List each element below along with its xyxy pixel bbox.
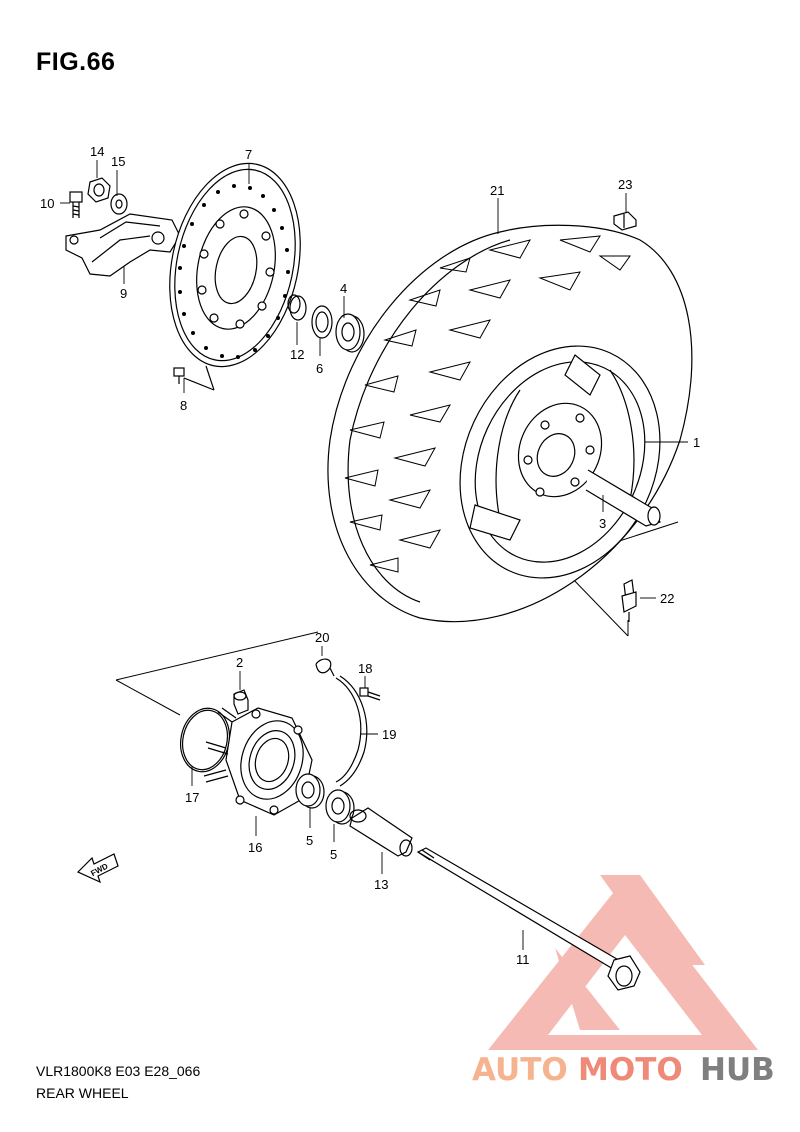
watermark-text-auto: AUTO [472, 1052, 568, 1088]
callout-6: 6 [316, 361, 323, 376]
callout-17: 17 [185, 790, 199, 805]
callout-10: 10 [40, 196, 54, 211]
rear-axle-part-11 [416, 847, 641, 991]
oil-seal-part-6 [311, 305, 333, 339]
footer-section-name: REAR WHEEL [36, 1085, 129, 1101]
watermark-text: AUTO MOTO HUB [472, 1052, 775, 1088]
callout-numbers: 1 2 3 4 5 5 6 7 8 9 10 11 12 13 14 15 16… [40, 144, 700, 967]
callout-2: 2 [236, 655, 243, 670]
callout-8: 8 [180, 398, 187, 413]
brake-disc-part [169, 162, 301, 368]
figure-title: FIG.66 [36, 48, 116, 76]
leader-lines [60, 160, 688, 950]
callout-20: 20 [315, 630, 329, 645]
cover-ring-part-19 [335, 675, 368, 787]
callout-12: 12 [290, 347, 304, 362]
o-ring-part-17 [179, 707, 231, 773]
caliper-bracket-part [65, 213, 181, 277]
callout-3: 3 [599, 516, 606, 531]
air-valve-part-22 [621, 579, 637, 622]
bearing-part-4 [335, 313, 365, 353]
watermark-text-hub: HUB [700, 1052, 775, 1088]
callout-13: 13 [374, 877, 388, 892]
callout-15: 15 [111, 154, 125, 169]
balancer-part-23 [613, 211, 637, 231]
circlip-part-20 [315, 658, 335, 677]
callout-9: 9 [120, 286, 127, 301]
callout-18: 18 [358, 661, 372, 676]
nut-part-14 [87, 177, 111, 203]
bearing-part-5b [325, 789, 355, 825]
bearing-part-5a [295, 773, 325, 809]
callout-23: 23 [618, 177, 632, 192]
fwd-direction-arrow: FWD [76, 853, 119, 884]
callout-22: 22 [660, 591, 674, 606]
disc-bolt-part-8 [173, 365, 215, 391]
footer-model-code: VLR1800K8 E03 E28_066 [36, 1063, 201, 1079]
watermark-text-moto: MOTO [578, 1052, 683, 1088]
callout-19: 19 [382, 727, 396, 742]
callout-1: 1 [693, 435, 700, 450]
rear-wheel-rim-part [459, 345, 661, 579]
callout-5a: 5 [306, 833, 313, 848]
damper-part-2 [233, 689, 249, 715]
callout-11: 11 [516, 952, 530, 967]
callout-14: 14 [90, 144, 104, 159]
callout-16: 16 [248, 840, 262, 855]
callout-7: 7 [245, 147, 252, 162]
bolt-part-18 [359, 687, 381, 701]
callout-5b: 5 [330, 847, 337, 862]
spacer-part-13 [349, 807, 413, 857]
callout-21: 21 [490, 183, 504, 198]
callout-4: 4 [340, 281, 347, 296]
bolt-part-10 [69, 191, 83, 218]
spacer-part-12 [287, 294, 307, 321]
washer-part-15 [110, 193, 128, 215]
